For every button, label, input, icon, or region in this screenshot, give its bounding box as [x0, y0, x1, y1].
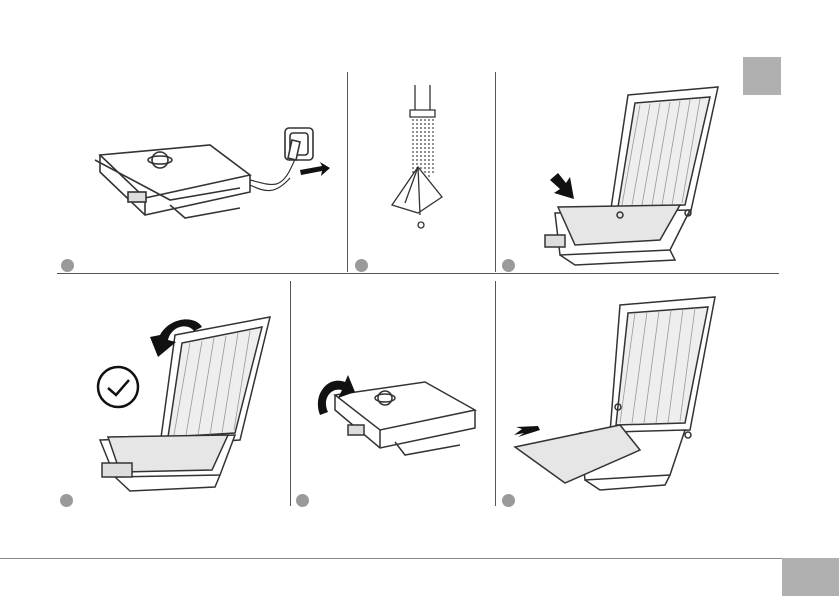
rotate-arrow-icon	[310, 370, 490, 470]
step-1-marker	[61, 259, 74, 272]
language-tab	[743, 57, 781, 95]
step-3-illustration	[540, 85, 740, 265]
page-number-tab	[782, 558, 839, 596]
divider-vertical-1	[347, 72, 348, 272]
divider-vertical-3	[290, 281, 291, 506]
step-4-illustration	[90, 305, 280, 495]
divider-vertical-4	[495, 281, 496, 506]
step-6-marker	[502, 494, 515, 507]
step-5-illustration	[310, 370, 490, 470]
damp-cloth-icon	[380, 85, 460, 245]
divider-vertical-2	[495, 72, 496, 272]
step-2-marker	[355, 259, 368, 272]
step-1-illustration	[60, 100, 340, 260]
step-2-illustration	[380, 85, 460, 245]
check-circle-icon	[90, 305, 280, 495]
pull-out-arrow-icon	[510, 295, 720, 490]
push-arrow-icon	[540, 85, 740, 265]
arrow-right-icon	[60, 100, 340, 260]
footer-rule	[0, 558, 839, 559]
step-6-illustration	[510, 295, 720, 490]
divider-horizontal	[57, 273, 779, 274]
step-4-marker	[60, 494, 73, 507]
step-3-marker	[502, 259, 515, 272]
step-5-marker	[296, 494, 309, 507]
